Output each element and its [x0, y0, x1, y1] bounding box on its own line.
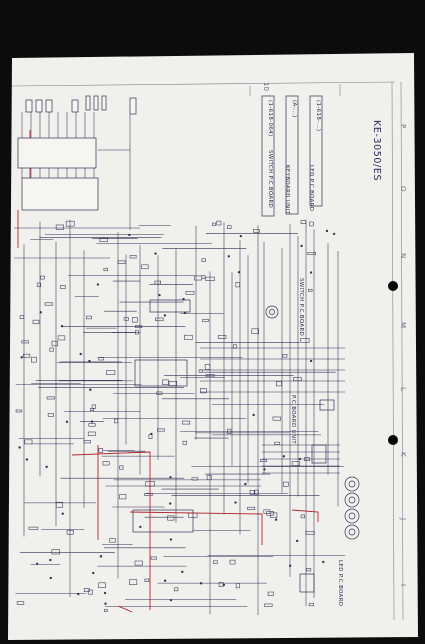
punch-hole-lower — [388, 435, 398, 445]
column-letter-n: N — [399, 253, 407, 259]
led-board-label: LED P.C.BOARD — [337, 560, 343, 607]
punch-hole-upper — [388, 281, 398, 291]
pc-board-unit-label: P.C.BOARD UNIT — [290, 395, 296, 445]
column-letter-k: K — [399, 452, 407, 457]
switch-board-label: SWITCH P.C.BOARD — [298, 278, 304, 337]
ic-packages — [132, 299, 194, 533]
circuit-wiring — [14, 112, 345, 615]
legend-item-led-part: (1-618-...) — [315, 100, 321, 132]
column-letter-l: L — [399, 387, 407, 391]
legend-item-switch-label: SWITCH P.C.BOARD — [267, 150, 273, 209]
right-frame — [11, 81, 404, 621]
column-letter-j: J — [399, 518, 407, 521]
jack-connectors — [265, 305, 360, 593]
grid-number: 10 — [262, 82, 270, 91]
legend-item-keyboard-label: KEYBOARD UNIT — [284, 165, 290, 215]
legend-item-switch-part: (1-618-064) — [267, 100, 273, 137]
model-title: KE-3050/ES — [371, 120, 382, 182]
legend-frames — [261, 95, 323, 217]
column-letter-i: I — [399, 584, 407, 587]
column-letter-o: O — [399, 186, 407, 192]
column-letter-p: P — [399, 124, 407, 129]
legend-item-keyboard-part: (A-...) — [291, 100, 297, 118]
connector-blocks — [17, 95, 137, 211]
legend-item-led-label: LED P.C.BOARD — [308, 165, 314, 212]
paper-sheet — [8, 53, 418, 640]
column-letter-m: M — [399, 322, 407, 329]
